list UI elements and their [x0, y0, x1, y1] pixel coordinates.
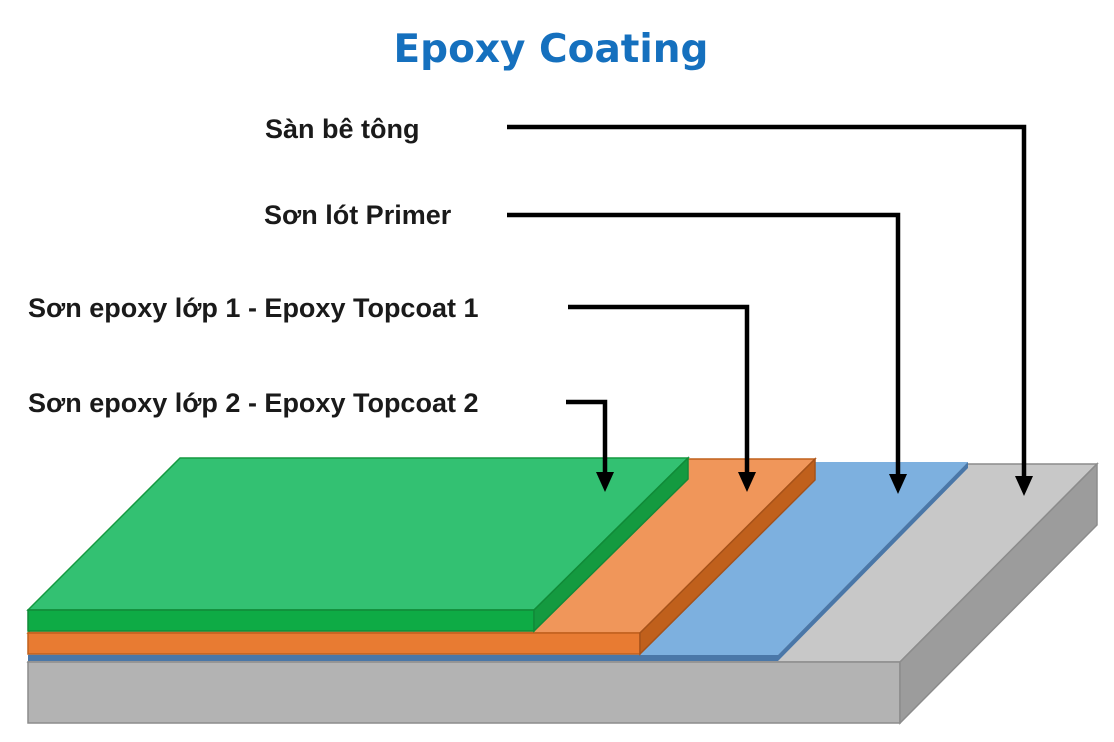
concrete-slab-side-face — [899, 462, 1098, 725]
topcoat2-layer-front-face — [27, 609, 535, 632]
primer-layer-side-edge — [778, 462, 968, 661]
concrete-slab-front-face — [27, 661, 901, 724]
arrowhead-concrete — [1015, 476, 1033, 496]
label-topcoat1: Sơn epoxy lớp 1 - Epoxy Topcoat 1 — [28, 293, 478, 323]
topcoat2-layer-side-face — [533, 456, 689, 633]
arrowhead-topcoat2 — [596, 472, 614, 492]
label-concrete: Sàn bê tông — [265, 114, 420, 144]
diagram-title: Epoxy Coating — [394, 27, 709, 72]
primer-layer-front-edge — [28, 655, 778, 661]
leader-line-concrete — [507, 124, 1027, 478]
leader-primer — [507, 212, 907, 494]
arrowhead-primer — [889, 474, 907, 494]
leader-line-primer — [507, 212, 901, 476]
arrowhead-topcoat1 — [738, 472, 756, 492]
leader-topcoat1 — [568, 304, 756, 492]
leader-line-topcoat2 — [566, 399, 608, 474]
label-topcoat2: Sơn epoxy lớp 2 - Epoxy Topcoat 2 — [28, 388, 478, 418]
leader-concrete — [507, 124, 1033, 496]
label-primer: Sơn lót Primer — [264, 200, 452, 230]
topcoat2-layer — [26, 456, 690, 633]
topcoat1-layer-side-face — [639, 457, 816, 656]
topcoat1-layer-front-face — [27, 632, 641, 655]
leader-line-topcoat1 — [568, 304, 750, 474]
leader-topcoat2 — [566, 399, 614, 492]
